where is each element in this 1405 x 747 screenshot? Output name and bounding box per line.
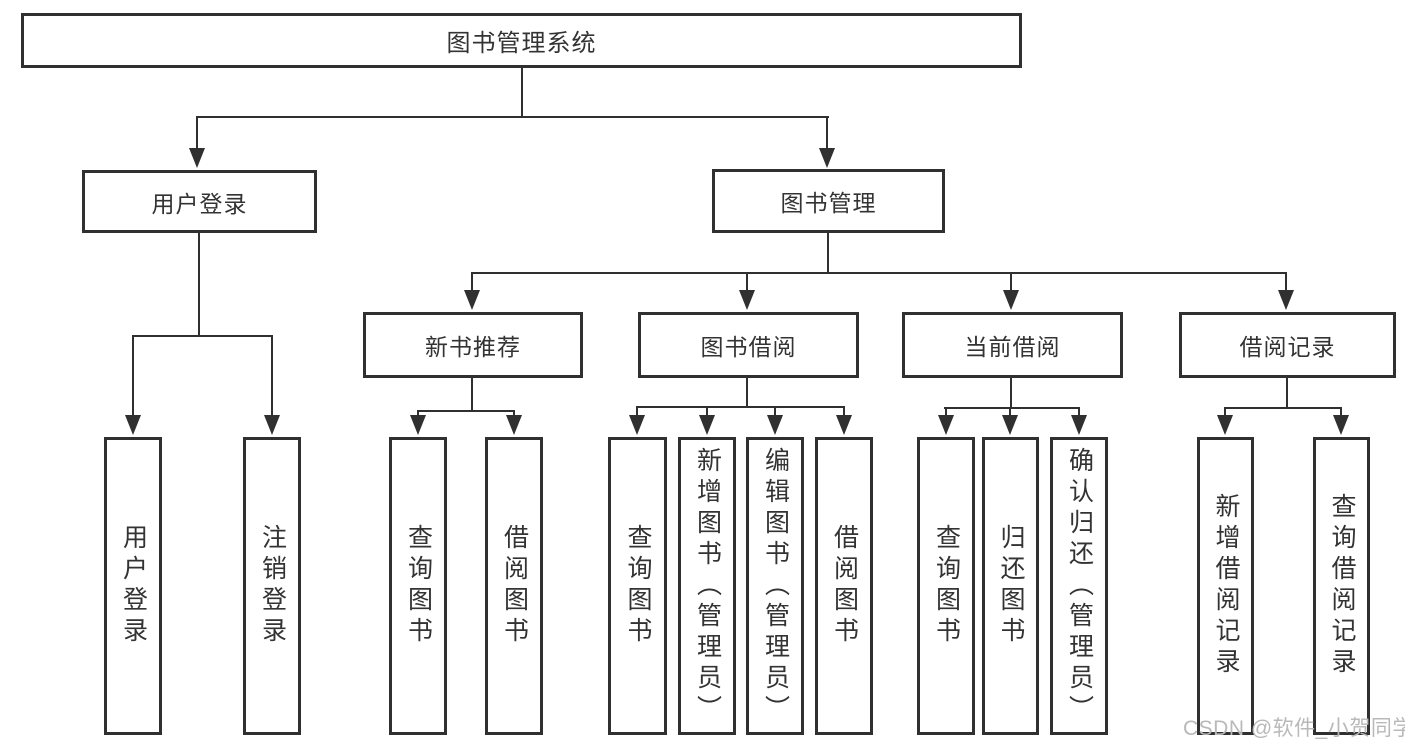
connector-line [706, 406, 708, 416]
leaf-borrow-add-books-admin: 新增图书（管理员） [678, 437, 736, 735]
arrow-down-icon [1071, 415, 1087, 435]
connector-line [471, 378, 473, 410]
connector-line [1009, 407, 1011, 416]
leaf-records-query-record: 查询借阅记录 [1313, 437, 1370, 735]
connector-line [198, 233, 200, 335]
connector-line [1224, 407, 1342, 409]
connector-line [636, 406, 844, 408]
connector-line [1340, 407, 1342, 416]
node-book-management: 图书管理 [712, 169, 945, 233]
watermark: CSDN @软件_小贺同学 [1183, 717, 1405, 740]
connector-line [827, 233, 829, 272]
connector-line [746, 378, 748, 406]
connector-line [746, 272, 748, 292]
leaf-borrow-borrow-books: 借阅图书 [815, 437, 873, 735]
arrow-down-icon [1003, 290, 1019, 310]
connector-line [132, 335, 273, 337]
leaf-current-query-books: 查询图书 [917, 437, 975, 735]
connector-line [636, 406, 638, 416]
node-book-borrow: 图书借阅 [638, 312, 859, 378]
connector-line [417, 410, 515, 412]
leaf-newbook-query-books: 查询图书 [389, 437, 447, 735]
connector-line [1078, 407, 1080, 416]
connector-line [197, 116, 829, 118]
leaf-user-login: 用户登录 [104, 437, 162, 735]
arrow-down-icon [464, 290, 480, 310]
node-root-library-system: 图书管理系统 [21, 13, 1022, 68]
arrow-down-icon [699, 415, 715, 435]
connector-line [944, 407, 1080, 409]
connector-line [132, 335, 134, 417]
arrow-down-icon [767, 415, 783, 435]
arrow-down-icon [629, 415, 645, 435]
leaf-current-confirm-return-admin: 确认归还（管理员） [1050, 437, 1108, 735]
connector-line [521, 68, 523, 116]
connector-line [826, 116, 828, 150]
arrow-down-icon [938, 415, 954, 435]
connector-line [417, 410, 419, 417]
arrow-down-icon [1217, 415, 1233, 435]
arrow-down-icon [125, 415, 141, 435]
connector-line [513, 410, 515, 417]
arrow-down-icon [506, 415, 522, 435]
arrow-down-icon [264, 415, 280, 435]
connector-line [196, 116, 198, 150]
node-current-borrow: 当前借阅 [902, 312, 1123, 378]
node-user-login: 用户登录 [82, 170, 317, 233]
arrow-down-icon [1278, 290, 1294, 310]
leaf-newbook-borrow-books: 借阅图书 [485, 437, 543, 735]
connector-line [1010, 378, 1012, 407]
connector-line [945, 407, 947, 416]
arrow-down-icon [739, 290, 755, 310]
leaf-current-return-books: 归还图书 [982, 437, 1039, 735]
connector-line [1286, 378, 1288, 407]
node-borrow-records: 借阅记录 [1179, 312, 1396, 378]
arrow-down-icon [819, 148, 835, 168]
connector-line [271, 335, 273, 417]
node-new-book-recommend: 新书推荐 [363, 312, 583, 378]
arrow-down-icon [1333, 415, 1349, 435]
connector-line [1010, 272, 1012, 292]
connector-line [843, 406, 845, 416]
arrow-down-icon [1002, 415, 1018, 435]
leaf-logout: 注销登录 [243, 437, 301, 735]
connector-line [471, 272, 473, 292]
leaf-borrow-edit-books-admin: 编辑图书（管理员） [746, 437, 804, 735]
connector-line [774, 406, 776, 416]
connector-line [1285, 272, 1287, 292]
connector-line [1224, 407, 1226, 416]
arrow-down-icon [836, 415, 852, 435]
leaf-records-add-record: 新增借阅记录 [1197, 437, 1254, 735]
arrow-down-icon [189, 148, 205, 168]
leaf-borrow-query-books: 查询图书 [608, 437, 667, 735]
connector-line [471, 272, 1287, 274]
arrow-down-icon [410, 415, 426, 435]
